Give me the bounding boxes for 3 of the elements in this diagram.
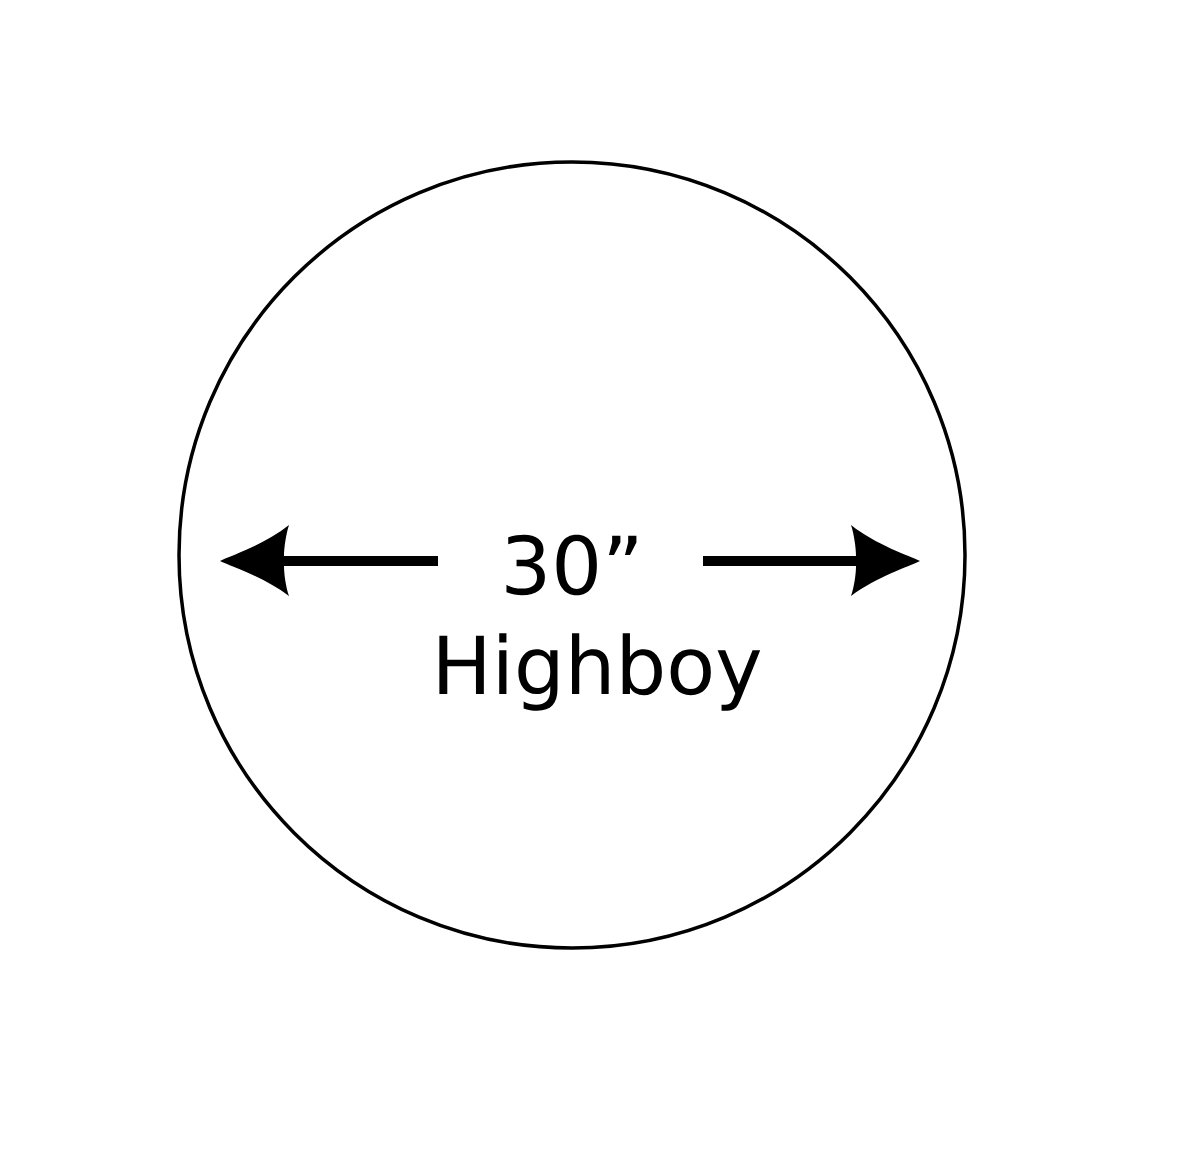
table-top-outline — [177, 160, 967, 950]
dimension-label: 30” — [506, 534, 637, 596]
table-name: Highboy — [439, 633, 761, 711]
